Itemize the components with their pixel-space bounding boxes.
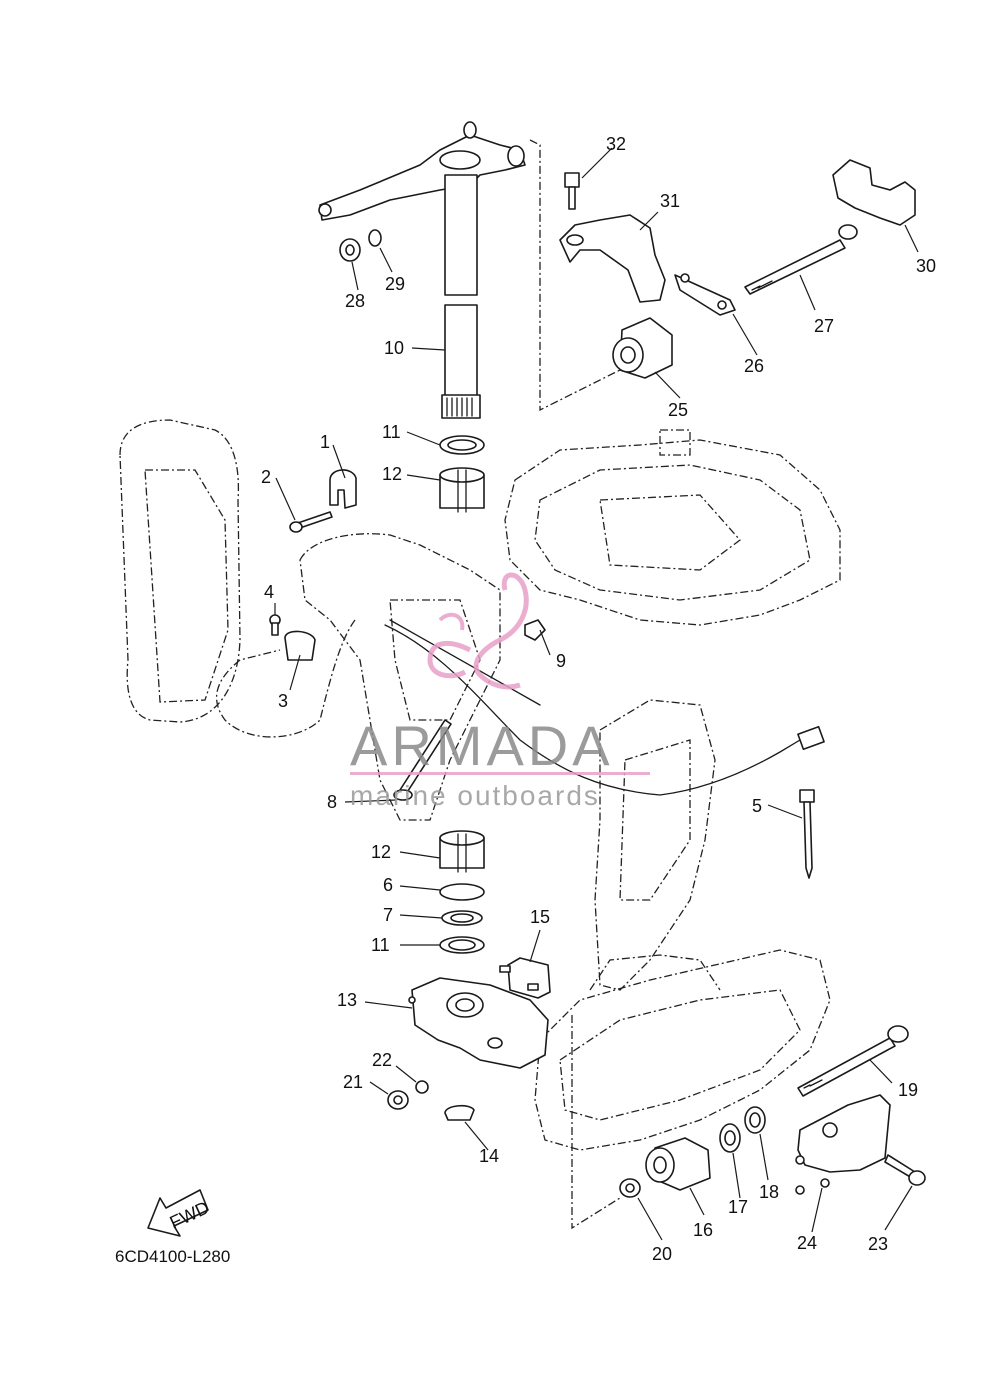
callout-18: 18: [759, 1182, 779, 1202]
bolt-8: [393, 719, 452, 801]
bolt-27: [744, 224, 858, 295]
mount-block-15: [499, 957, 551, 999]
circlip-14: [444, 1104, 475, 1121]
lower-bracket-13: [408, 977, 549, 1069]
callout-8: 8: [327, 792, 337, 812]
washer-20: [619, 1178, 641, 1198]
fwd-arrow: FWD: [147, 1189, 212, 1237]
bolt-2: [289, 511, 333, 533]
steering-arm-shaft: [318, 121, 526, 419]
callout-32: 32: [606, 134, 626, 154]
washer-11-lower: [439, 936, 485, 954]
watermark-tagline: marine outboards: [350, 780, 600, 811]
callout-5: 5: [752, 796, 762, 816]
washer-29: [368, 229, 382, 247]
callout-28: 28: [345, 291, 365, 311]
watermark-divider: [350, 772, 650, 775]
callout-20: 20: [652, 1244, 672, 1264]
bushing-12-lower: [439, 830, 485, 873]
bolt-23: [884, 1154, 926, 1186]
nut-28: [339, 238, 361, 262]
callout-15: 15: [530, 907, 550, 927]
callout-7: 7: [383, 905, 393, 925]
o-ring-6: [439, 883, 485, 901]
bracket-30: [832, 159, 916, 226]
callout-3: 3: [278, 691, 288, 711]
mount-rubber-16: [645, 1137, 711, 1191]
washer-11-upper: [439, 435, 485, 455]
callout-29: 29: [385, 274, 405, 294]
washer-17: [719, 1123, 741, 1153]
callout-11-lower: 11: [371, 935, 390, 955]
callout-labels: 1 2 3 4 5 6 7 8 9 10 11 11 12 12 13 14 1…: [261, 134, 936, 1264]
washer-18: [744, 1106, 766, 1134]
callout-24: 24: [797, 1233, 817, 1253]
watermark-brand: ARMADA: [350, 714, 614, 777]
clip-3: [284, 630, 316, 661]
screw-4: [269, 614, 281, 636]
cable-tie-5: [799, 789, 815, 879]
callout-23: 23: [868, 1234, 888, 1254]
washer-22: [415, 1080, 429, 1094]
clamp-1: [329, 469, 357, 509]
callout-27: 27: [814, 316, 834, 336]
callout-14: 14: [479, 1146, 499, 1166]
phantom-outlines: [119, 139, 841, 1230]
callout-4: 4: [264, 582, 274, 602]
callout-26: 26: [744, 356, 764, 376]
nut-21: [387, 1090, 409, 1110]
callout-1: 1: [320, 432, 330, 452]
bushing-12-upper: [439, 467, 485, 513]
bolt-32: [564, 172, 580, 210]
bolt-19: [797, 1025, 909, 1097]
watermark: ARMADA marine outboards: [350, 572, 650, 811]
callout-9: 9: [556, 651, 566, 671]
callout-6: 6: [383, 875, 393, 895]
callout-21: 21: [343, 1072, 363, 1092]
mount-rubber-25: [612, 317, 673, 379]
plate-26: [674, 273, 736, 316]
callout-12-lower: 12: [371, 842, 391, 862]
callout-30: 30: [916, 256, 936, 276]
callout-13: 13: [337, 990, 357, 1010]
callout-10: 10: [384, 338, 404, 358]
callout-17: 17: [728, 1197, 748, 1217]
watermark-logo: [427, 572, 529, 690]
nut-9: [524, 619, 546, 641]
diagram-code: 6CD4100-L280: [115, 1247, 230, 1266]
leader-lines: [274, 147, 919, 1241]
callout-22: 22: [372, 1050, 392, 1070]
callout-19: 19: [898, 1080, 918, 1100]
washer-7: [441, 910, 483, 926]
callout-12-upper: 12: [382, 464, 402, 484]
callout-16: 16: [693, 1220, 713, 1240]
callout-25: 25: [668, 400, 688, 420]
callout-2: 2: [261, 467, 271, 487]
callout-11-upper: 11: [382, 422, 401, 442]
bracket-24: [795, 1094, 891, 1195]
holder-31: [559, 214, 666, 303]
callout-31: 31: [660, 191, 680, 211]
